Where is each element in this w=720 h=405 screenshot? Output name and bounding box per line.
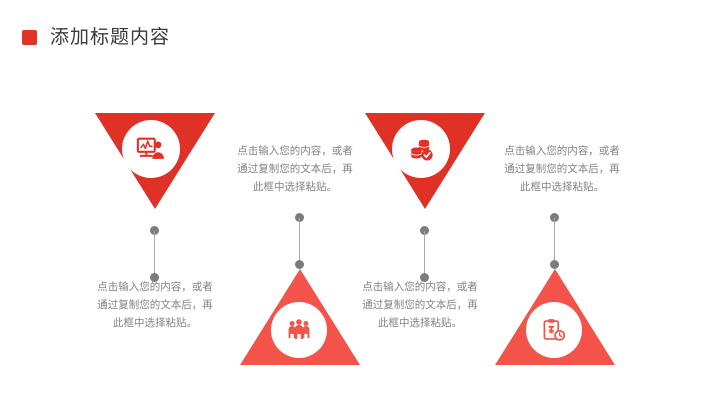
icon-badge: [392, 120, 450, 178]
caption-1: 点击输入您的内容，或者 通过复制您的文本后，再 此框中选择粘贴。: [75, 278, 235, 332]
caption-line: 此框中选择粘贴。: [378, 317, 462, 329]
caption-3: 点击输入您的内容，或者 通过复制您的文本后，再 此框中选择粘贴。: [340, 278, 500, 332]
connector-4: [550, 213, 560, 269]
page-title: 添加标题内容: [22, 28, 170, 47]
icon-badge: [526, 302, 582, 358]
caption-line: 点击输入您的内容，或者: [97, 281, 213, 293]
presentation-person-icon: [136, 137, 164, 159]
icon-badge: [122, 120, 180, 178]
connector-line: [154, 231, 156, 277]
connector-dot-top: [150, 226, 159, 235]
caption-line: 点击输入您的内容，或者: [504, 145, 620, 157]
coins-check-icon: [410, 139, 433, 160]
connector-line: [424, 231, 426, 277]
connector-2: [295, 213, 305, 269]
caption-line: 此框中选择粘贴。: [520, 181, 604, 193]
caption-line: 通过复制您的文本后，再: [237, 163, 353, 175]
connector-1: [150, 226, 160, 282]
diagram-node-3[interactable]: [365, 113, 485, 209]
caption-line: 通过复制您的文本后，再: [504, 163, 620, 175]
clipboard-finance-icon: [543, 319, 566, 341]
caption-4: 点击输入您的内容，或者 通过复制您的文本后，再 此框中选择粘贴。: [482, 142, 642, 196]
connector-dot-top: [295, 213, 304, 222]
connector-line: [554, 218, 556, 264]
diagram-node-2[interactable]: [240, 269, 360, 365]
caption-2: 点击输入您的内容，或者 通过复制您的文本后，再 此框中选择粘贴。: [215, 142, 375, 196]
connector-dot-bottom: [420, 273, 429, 282]
title-bullet-icon: [22, 30, 37, 45]
title-text: 添加标题内容: [50, 27, 171, 48]
connector-dot-top: [420, 226, 429, 235]
team-icon: [288, 319, 310, 339]
connector-line: [299, 218, 301, 264]
caption-line: 此框中选择粘贴。: [253, 181, 337, 193]
caption-line: 此框中选择粘贴。: [113, 317, 197, 329]
diagram-node-4[interactable]: [495, 269, 615, 365]
caption-line: 点击输入您的内容，或者: [362, 281, 478, 293]
caption-line: 通过复制您的文本后，再: [362, 299, 478, 311]
connector-3: [420, 226, 430, 282]
icon-badge: [271, 302, 327, 358]
caption-line: 通过复制您的文本后，再: [97, 299, 213, 311]
caption-line: 点击输入您的内容，或者: [237, 145, 353, 157]
connector-dot-bottom: [550, 260, 559, 269]
connector-dot-bottom: [150, 273, 159, 282]
diagram-node-1[interactable]: [95, 113, 215, 209]
connector-dot-top: [550, 213, 559, 222]
connector-dot-bottom: [295, 260, 304, 269]
